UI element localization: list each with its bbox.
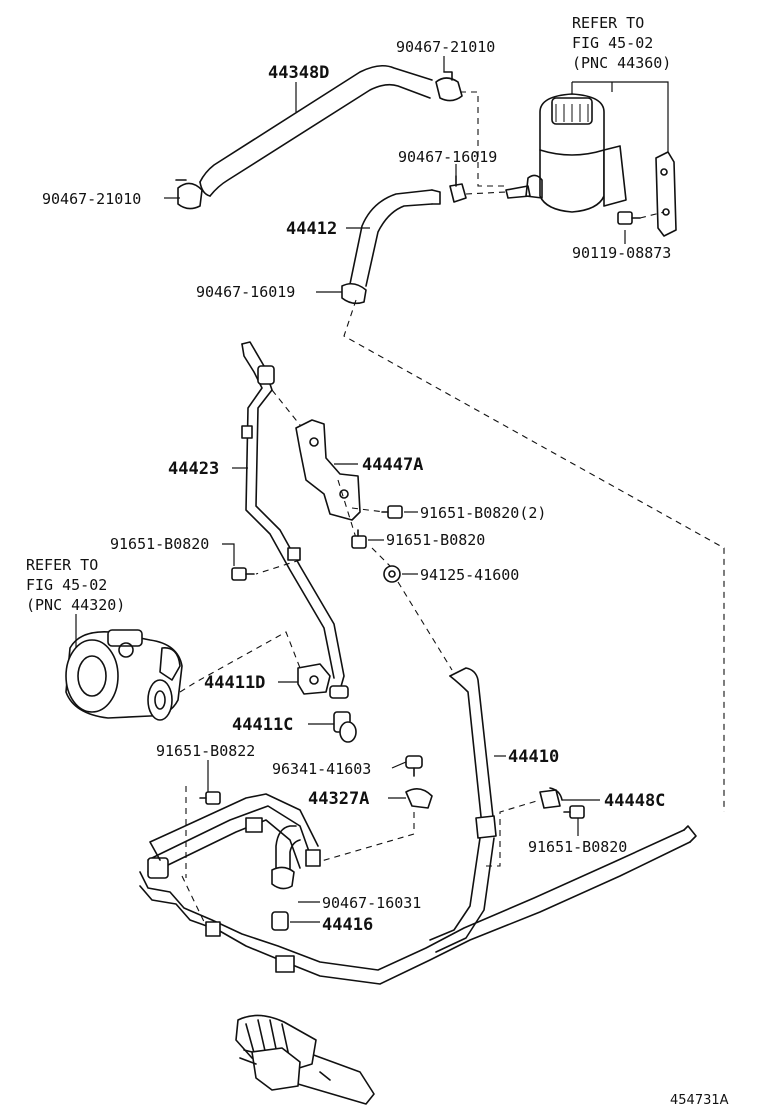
clamp-16031	[271, 866, 295, 890]
pump-ref-line3: (PNC 44320)	[26, 596, 125, 614]
pump-ref-line1: REFER TO	[26, 556, 98, 574]
bolt-90119-08873	[617, 211, 641, 225]
label-bolt-b0822: 91651-B0822	[156, 742, 255, 760]
bolt-b0820-left	[231, 567, 255, 581]
label-bolt-b0820-right: 91651-B0820	[528, 838, 627, 856]
label-bolt-96341: 96341-41603	[272, 760, 371, 778]
hose-44412	[349, 189, 441, 287]
reservoir-ref-line1: REFER TO	[572, 14, 644, 32]
hose-44410	[429, 667, 497, 953]
gasket-44411D	[297, 663, 331, 695]
clamp-44448C	[539, 787, 563, 809]
bolt-b0820-right	[563, 805, 585, 819]
bolt-b0820-mid	[351, 529, 367, 549]
label-bolt-b0820-mid: 91651-B0820	[386, 531, 485, 549]
pressure-feed-lines	[139, 793, 697, 985]
clamp-left-21010	[175, 179, 203, 210]
label-clamp-44327A: 44327A	[308, 789, 369, 809]
label-bolt-90119: 90119-08873	[572, 244, 671, 262]
label-tube-44423: 44423	[168, 459, 219, 479]
diagram-id: 454731A	[670, 1093, 729, 1108]
hose-44348D	[199, 64, 433, 197]
steering-gear	[235, 1014, 375, 1105]
reservoir-bracket	[655, 151, 677, 237]
label-clamp-16019-top: 90467-16019	[398, 148, 497, 166]
label-bolt-b0820-left: 91651-B0820	[110, 535, 209, 553]
label-bracket-44447A: 44447A	[362, 455, 423, 475]
label-clamp-16019-bottom: 90467-16019	[196, 283, 295, 301]
label-clamp-top: 90467-21010	[396, 38, 495, 56]
label-union-44411C: 44411C	[232, 715, 293, 735]
pump-ref-line2: FIG 45-02	[26, 576, 107, 594]
reservoir-tank	[505, 93, 627, 213]
clamp-44327A	[405, 788, 433, 809]
label-hose-44348D: 44348D	[268, 63, 329, 83]
label-nut-94125: 94125-41600	[420, 566, 519, 584]
bolt-96341	[405, 755, 423, 777]
bolt-b0822	[199, 791, 221, 805]
power-steering-pump	[65, 629, 183, 721]
label-gasket-44411D: 44411D	[204, 673, 265, 693]
clamp-top-21010	[435, 71, 463, 102]
label-hose-44410: 44410	[508, 747, 559, 767]
bracket-44447A	[295, 419, 361, 521]
reservoir-ref-line2: FIG 45-02	[572, 34, 653, 52]
tube-44423	[241, 341, 349, 699]
label-clamp-44448C: 44448C	[604, 791, 665, 811]
clamp-16019-bottom	[341, 282, 367, 305]
label-bolt-b0820-2: 91651-B0820(2)	[420, 504, 546, 522]
reservoir-ref-line3: (PNC 44360)	[572, 54, 671, 72]
label-hose-44416: 44416	[322, 915, 373, 935]
label-hose-44412: 44412	[286, 219, 337, 239]
label-clamp-left: 90467-21010	[42, 190, 141, 208]
union-bolt-44411C	[333, 711, 357, 743]
label-clamp-16031: 90467-16031	[322, 894, 421, 912]
bolt-b0820-2	[381, 505, 403, 519]
clamp-16019-top	[449, 175, 467, 203]
nut-94125	[383, 565, 401, 583]
